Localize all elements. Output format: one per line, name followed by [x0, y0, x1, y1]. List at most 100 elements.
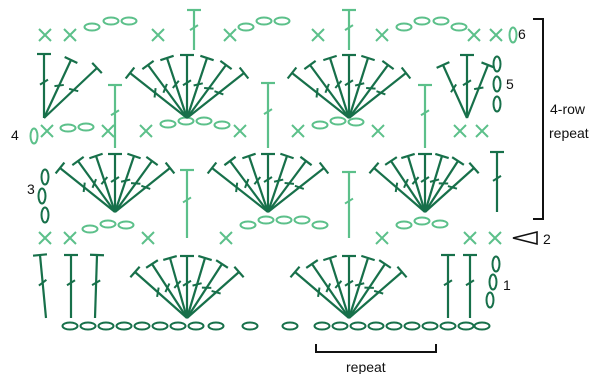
row-number-3: 3: [27, 181, 35, 197]
chain-stitch-symbol: [101, 221, 116, 228]
double-crochet-top-bar: [452, 157, 464, 165]
double-crochet-slash: [194, 83, 203, 85]
double-crochet-symbol: [170, 258, 187, 318]
double-crochet-top-bar: [379, 260, 391, 268]
chain-stitch-symbol: [433, 221, 448, 228]
chain-stitch-symbol: [459, 323, 474, 330]
row-repeat-label-line2: repeat: [549, 125, 589, 141]
double-crochet-top-bar: [304, 61, 315, 69]
double-crochet-symbol: [330, 58, 349, 118]
chain-stitch-symbol: [39, 189, 46, 204]
double-crochet-top-bar: [220, 61, 231, 69]
single-crochet-symbol: [312, 29, 324, 41]
double-crochet-top-bar: [288, 68, 297, 79]
single-crochet-symbol: [489, 232, 501, 244]
row-number-1: 1: [503, 277, 511, 293]
double-crochet-slash: [274, 180, 283, 182]
double-crochet-top-bar: [402, 68, 411, 79]
chain-stitch-symbol: [434, 18, 449, 25]
chain-stitch-symbol: [452, 24, 467, 31]
double-crochet-top-bar: [126, 68, 135, 79]
double-crochet-top-bar: [306, 260, 318, 268]
single-crochet-symbol: [39, 29, 51, 41]
single-crochet-symbol: [234, 125, 246, 137]
double-crochet-top-bar: [33, 254, 47, 255]
chain-stitch-symbol: [61, 125, 76, 132]
double-crochet-top-bar: [300, 157, 311, 165]
chain-stitch-symbol: [241, 222, 256, 229]
single-crochet-symbol: [41, 125, 53, 137]
double-crochet-slash: [69, 89, 78, 91]
chain-stitch-symbol: [85, 24, 100, 31]
chain-stitch-symbol: [259, 217, 274, 224]
chain-stitch-symbol: [313, 122, 328, 129]
chain-stitch-symbol: [351, 323, 366, 330]
double-crochet-top-bar: [240, 68, 249, 79]
double-crochet-slash: [430, 179, 439, 181]
chain-stitch-symbol: [487, 293, 494, 308]
chain-stitch-symbol: [494, 97, 501, 112]
chain-stitch-symbol: [171, 323, 186, 330]
double-crochet-symbol: [349, 58, 368, 118]
double-crochet-slash: [54, 85, 63, 86]
double-crochet-top-bar: [224, 157, 235, 165]
single-crochet-symbol: [454, 125, 466, 137]
double-crochet-slash: [474, 87, 483, 89]
chain-stitch-symbol: [475, 323, 490, 330]
chain-stitch-symbol: [83, 226, 98, 233]
chain-stitch-symbol: [387, 323, 402, 330]
double-crochet-slash: [317, 88, 318, 97]
single-crochet-symbol: [152, 29, 164, 41]
chain-stitch-symbol: [99, 323, 114, 330]
single-crochet-symbol: [64, 232, 76, 244]
chain-stitch-symbol: [189, 323, 204, 330]
double-crochet-top-bar: [72, 157, 83, 165]
chain-stitch-symbol: [405, 323, 420, 330]
row-number-5: 5: [506, 76, 514, 92]
double-crochet-top-bar: [320, 162, 329, 173]
single-crochet-symbol: [39, 232, 51, 244]
chain-stitch-symbol: [135, 323, 150, 330]
chain-stitch-symbol: [117, 323, 132, 330]
single-crochet-symbol: [142, 232, 154, 244]
chain-stitch-symbol: [315, 323, 330, 330]
double-crochet-symbol: [443, 65, 467, 118]
double-crochet-slash: [355, 283, 364, 285]
double-crochet-top-bar: [146, 157, 157, 165]
single-crochet-symbol: [102, 125, 114, 137]
chain-stitch-symbol: [415, 218, 430, 225]
single-crochet-symbol: [464, 232, 476, 244]
chain-stitch-symbol: [31, 129, 38, 144]
chain-stitch-symbol: [423, 323, 438, 330]
double-crochet-symbol: [40, 255, 46, 318]
double-crochet-top-bar: [142, 61, 153, 69]
double-crochet-slash: [84, 183, 85, 192]
double-crochet-slash: [204, 88, 213, 89]
chain-stitch-symbol: [215, 122, 230, 129]
double-crochet-slash: [236, 183, 237, 192]
chain-stitch-symbol: [313, 222, 328, 229]
chain-stitch-symbol: [493, 257, 500, 272]
double-crochet-slash: [131, 183, 140, 184]
chain-stitch-symbol: [119, 222, 134, 229]
chain-stitch-symbol: [79, 124, 94, 131]
row-repeat-bracket: [533, 19, 543, 219]
double-crochet-top-bar: [146, 260, 158, 268]
double-crochet-top-bar: [385, 157, 397, 165]
double-crochet-symbol: [95, 255, 97, 318]
double-crochet-slash: [448, 186, 457, 189]
chain-stitch-symbol: [295, 217, 310, 224]
double-crochet-symbol: [44, 60, 71, 118]
chain-stitch-symbol: [153, 323, 168, 330]
single-crochet-symbol: [224, 29, 236, 41]
double-crochet-slash: [193, 283, 202, 285]
single-crochet-symbol: [292, 125, 304, 137]
single-crochet-symbol: [372, 125, 384, 137]
chain-stitch-symbol: [63, 323, 78, 330]
row-2-start-arrow: [513, 232, 537, 244]
double-crochet-slash: [212, 291, 221, 294]
stitch-repeat-bracket: [316, 344, 436, 352]
double-crochet-slash: [355, 83, 364, 85]
